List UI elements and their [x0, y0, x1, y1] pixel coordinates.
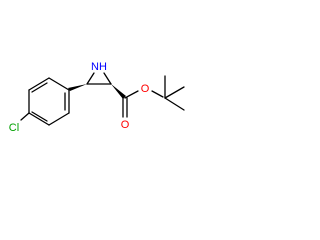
bond-c3-n [103, 72, 112, 85]
chlorine-label: Cl [9, 122, 19, 134]
bond-ar5-ar6 [28, 77, 50, 91]
wedge-bond-ester [111, 84, 126, 99]
inner-double-bond-2 [31, 111, 48, 122]
wedge-bond-aryl [68, 84, 87, 91]
ester-oxygen-label: O [141, 83, 150, 95]
bond-tbu-methyl-right [164, 86, 185, 99]
bond-ar3-ar4 [28, 112, 50, 126]
bond-carbonyl-ester-o [124, 90, 139, 99]
ester-group [122, 90, 164, 118]
tert-butyl-group [164, 75, 185, 111]
bond-ar2-ar3 [48, 112, 70, 126]
molecule-structure: NH O O Cl [9, 61, 185, 134]
nh-label: NH [91, 61, 107, 73]
bond-tbu-methyl-down [164, 97, 185, 111]
carbonyl-oxygen-label: O [121, 119, 130, 131]
inner-double-bond-3 [31, 82, 48, 93]
bond-ester-o-tbu [151, 90, 164, 98]
bond-c2-n [86, 72, 95, 85]
bond-ar6-ar1 [48, 77, 70, 91]
chlorophenyl-ring [28, 77, 70, 126]
bond-c-cl [20, 112, 30, 121]
aziridine-ring [86, 72, 112, 85]
